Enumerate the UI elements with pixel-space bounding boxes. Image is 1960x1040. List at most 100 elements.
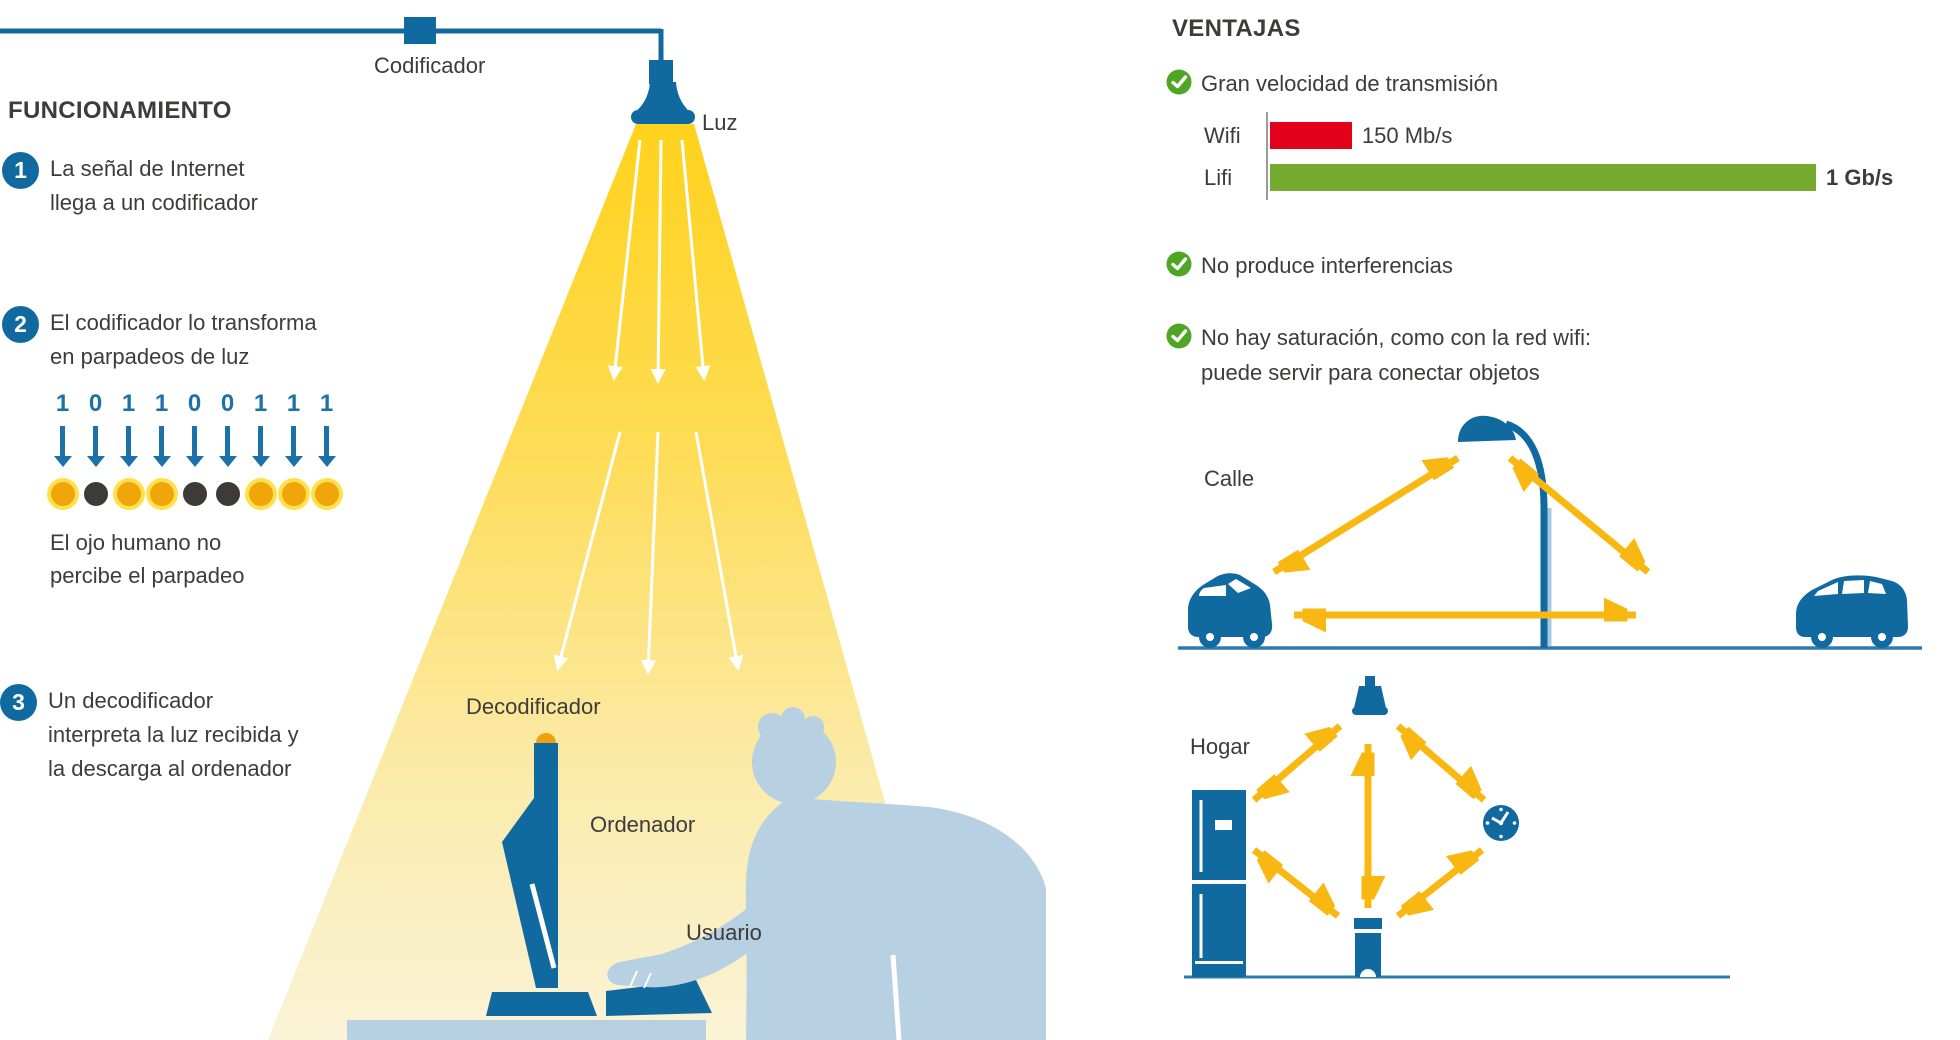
- chart-row-lifi: Lifi 1 Gb/s: [1204, 164, 1893, 191]
- desk: [347, 1020, 706, 1040]
- lifi-link-arrows: [1254, 726, 1484, 919]
- step-1: 1 La señal de Internet llega a un codifi…: [2, 152, 258, 220]
- light-pulse-off: [211, 478, 244, 510]
- step-3-line-1: Un decodificador: [48, 688, 214, 713]
- advantage-1: Gran velocidad de transmisión: [1166, 66, 1498, 101]
- binary-column: 0: [178, 390, 211, 510]
- light-pulse-off: [178, 478, 211, 510]
- check-icon: [1166, 69, 1192, 95]
- binary-digit: 1: [55, 390, 70, 417]
- calle-label: Calle: [1204, 466, 1255, 491]
- down-arrow-icon: [284, 426, 303, 467]
- step-2-line-2: en parpadeos de luz: [50, 344, 250, 369]
- lifi-bar: [1270, 164, 1816, 191]
- down-arrow-icon: [152, 426, 171, 467]
- step-2: 2 El codificador lo transforma en parpad…: [2, 306, 317, 374]
- binary-column: 1: [112, 390, 145, 510]
- binary-digit: 1: [286, 390, 301, 417]
- binary-caption-line-2: percibe el parpadeo: [50, 563, 245, 588]
- binary-digit: 0: [220, 390, 235, 417]
- hogar-label: Hogar: [1190, 734, 1250, 759]
- keyboard-icon: [606, 980, 712, 1016]
- advantage-3: No hay saturación, como con la red wifi:…: [1166, 320, 1591, 390]
- wifi-label: Wifi: [1204, 122, 1241, 148]
- luz-label: Luz: [702, 110, 738, 135]
- lifi-value: 1 Gb/s: [1826, 164, 1894, 190]
- chart-row-wifi: Wifi 150 Mb/s: [1204, 122, 1452, 149]
- binary-digit: 0: [187, 390, 202, 417]
- advantage-2-text: No produce interferencias: [1201, 253, 1453, 278]
- binary-digit: 1: [319, 390, 334, 417]
- smart-bin-icon: [1354, 918, 1382, 977]
- binary-column: 1: [310, 390, 343, 510]
- monitor-side-icon: [486, 733, 712, 1016]
- ventajas-title: VENTAJAS: [1172, 15, 1301, 42]
- light-pulse-on: [277, 478, 310, 510]
- advantage-2: No produce interferencias: [1166, 248, 1453, 283]
- binary-column: 1: [46, 390, 79, 510]
- minivan-icon: [1796, 575, 1908, 648]
- chart-axis: [1266, 112, 1268, 200]
- codificador-label: Codificador: [374, 53, 486, 78]
- light-pulse-on: [145, 478, 178, 510]
- fridge-icon: [1192, 790, 1246, 977]
- lifi-link-arrows: [1272, 455, 1648, 615]
- hogar-scene: [1184, 676, 1730, 979]
- light-rays: [553, 139, 744, 675]
- codificador-box: [404, 17, 436, 44]
- binary-digit: 1: [121, 390, 136, 417]
- hanging-lamp-icon: [631, 60, 695, 124]
- step-3-badge: 3: [0, 684, 37, 721]
- binary-column: 1: [277, 390, 310, 510]
- binary-column: 1: [244, 390, 277, 510]
- step-3-line-3: la descarga al ordenador: [48, 756, 292, 781]
- advantage-1-text: Gran velocidad de transmisión: [1201, 71, 1499, 96]
- ordenador-label: Ordenador: [590, 812, 696, 837]
- binary-caption: El ojo humano no percibe el parpadeo: [50, 526, 244, 592]
- light-pulse-on: [310, 478, 343, 510]
- lifi-label: Lifi: [1204, 164, 1233, 190]
- binary-column: 0: [79, 390, 112, 510]
- binary-digit: 1: [253, 390, 268, 417]
- wall-clock-icon: [1483, 805, 1519, 841]
- step-3-line-2: interpreta la luz recibida y: [48, 722, 299, 747]
- advantage-3-line-1: No hay saturación, como con la red wifi:: [1201, 325, 1592, 350]
- lifi-transmission-illustration: [0, 17, 1046, 1040]
- check-icon: [1166, 323, 1192, 349]
- light-pulse-on: [112, 478, 145, 510]
- user-silhouette: [607, 707, 1046, 1040]
- step-2-line-1: El codificador lo transforma: [50, 310, 317, 335]
- wifi-bar: [1270, 122, 1352, 149]
- light-pulse-on: [46, 478, 79, 510]
- down-arrow-icon: [317, 426, 336, 467]
- binary-digit: 1: [154, 390, 169, 417]
- step-1-line-1: La señal de Internet: [50, 156, 245, 181]
- calle-scene: [1178, 415, 1922, 650]
- down-arrow-icon: [119, 426, 138, 467]
- decodificador-label: Decodificador: [466, 694, 601, 719]
- usuario-label: Usuario: [686, 920, 762, 945]
- internet-wire: [0, 17, 664, 64]
- down-arrow-icon: [53, 426, 72, 467]
- down-arrow-icon: [251, 426, 270, 467]
- light-pulse-off: [79, 478, 112, 510]
- light-pulse-on: [244, 478, 277, 510]
- step-1-badge: 1: [2, 152, 39, 189]
- binary-column: 0: [211, 390, 244, 510]
- down-arrow-icon: [218, 426, 237, 467]
- decoder-sensor-icon: [536, 733, 556, 743]
- step-1-line-2: llega a un codificador: [50, 190, 258, 215]
- funcionamiento-title: FUNCIONAMIENTO: [8, 97, 232, 124]
- down-arrow-icon: [185, 426, 204, 467]
- wifi-value: 150 Mb/s: [1361, 122, 1453, 148]
- binary-digit: 0: [88, 390, 103, 417]
- advantage-3-line-2: puede servir para conectar objetos: [1201, 360, 1540, 385]
- car-icon-left: [1188, 573, 1273, 648]
- binary-column: 1: [145, 390, 178, 510]
- check-icon: [1166, 251, 1192, 277]
- step-3: 3 Un decodificador interpreta la luz rec…: [0, 684, 299, 786]
- binary-caption-line-1: El ojo humano no: [50, 530, 222, 555]
- down-arrow-icon: [86, 426, 105, 467]
